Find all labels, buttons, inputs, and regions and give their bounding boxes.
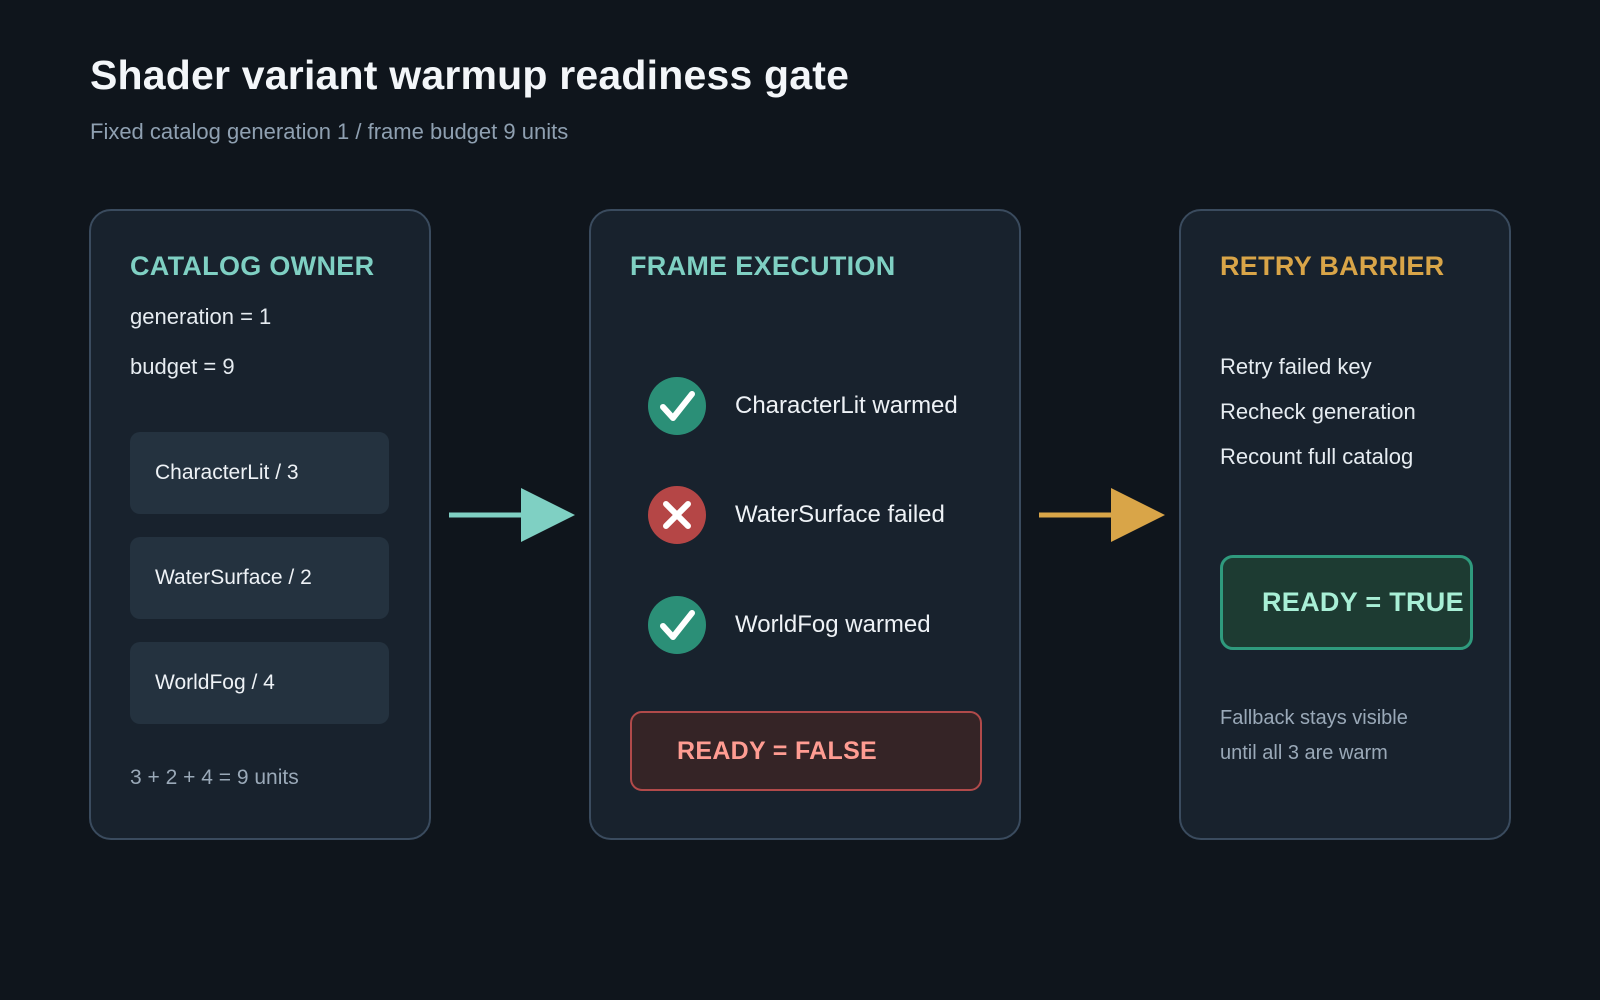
- retry-step-1: Retry failed key: [1220, 354, 1372, 379]
- catalog-owner-panel: CATALOG OWNER generation = 1 budget = 9 …: [89, 209, 431, 840]
- result-text-characterlit: CharacterLit warmed: [735, 392, 958, 419]
- page-subtitle: Fixed catalog generation 1 / frame budge…: [90, 119, 569, 144]
- arrow-right-icon-teal: [449, 488, 575, 542]
- catalog-entry-characterlit: CharacterLit / 3: [130, 432, 389, 514]
- retry-step-3: Recount full catalog: [1220, 444, 1414, 469]
- result-row-worldfog: WorldFog warmed: [647, 595, 931, 655]
- generation-line: generation = 1: [130, 304, 272, 329]
- result-text-worldfog: WorldFog warmed: [735, 611, 931, 638]
- result-text-watersurface: WaterSurface failed: [735, 501, 945, 528]
- catalog-owner-heading: CATALOG OWNER: [130, 251, 375, 281]
- frame-execution-heading: FRAME EXECUTION: [630, 251, 896, 281]
- ready-true-badge: READY = TRUE: [1220, 555, 1473, 650]
- fallback-note-line-2: until all 3 are warm: [1220, 742, 1388, 764]
- budget-line: budget = 9: [130, 354, 235, 379]
- fallback-note-line-1: Fallback stays visible: [1220, 707, 1408, 729]
- page-title: Shader variant warmup readiness gate: [90, 52, 850, 98]
- result-row-watersurface: WaterSurface failed: [647, 485, 945, 545]
- retry-step-2: Recheck generation: [1220, 399, 1416, 424]
- check-icon: [648, 377, 706, 435]
- check-icon: [648, 596, 706, 654]
- cross-icon: [648, 486, 706, 544]
- budget-sum: 3 + 2 + 4 = 9 units: [130, 766, 299, 789]
- retry-barrier-heading: RETRY BARRIER: [1220, 251, 1445, 281]
- result-row-characterlit: CharacterLit warmed: [647, 376, 958, 436]
- retry-barrier-panel: RETRY BARRIER Retry failed key Recheck g…: [1179, 209, 1511, 840]
- arrow-right-icon-gold: [1039, 488, 1165, 542]
- ready-false-badge: READY = FALSE: [630, 711, 982, 791]
- catalog-entry-watersurface: WaterSurface / 2: [130, 537, 389, 619]
- catalog-entry-worldfog: WorldFog / 4: [130, 642, 389, 724]
- frame-execution-panel: FRAME EXECUTION CharacterLit warmed Wate…: [589, 209, 1021, 840]
